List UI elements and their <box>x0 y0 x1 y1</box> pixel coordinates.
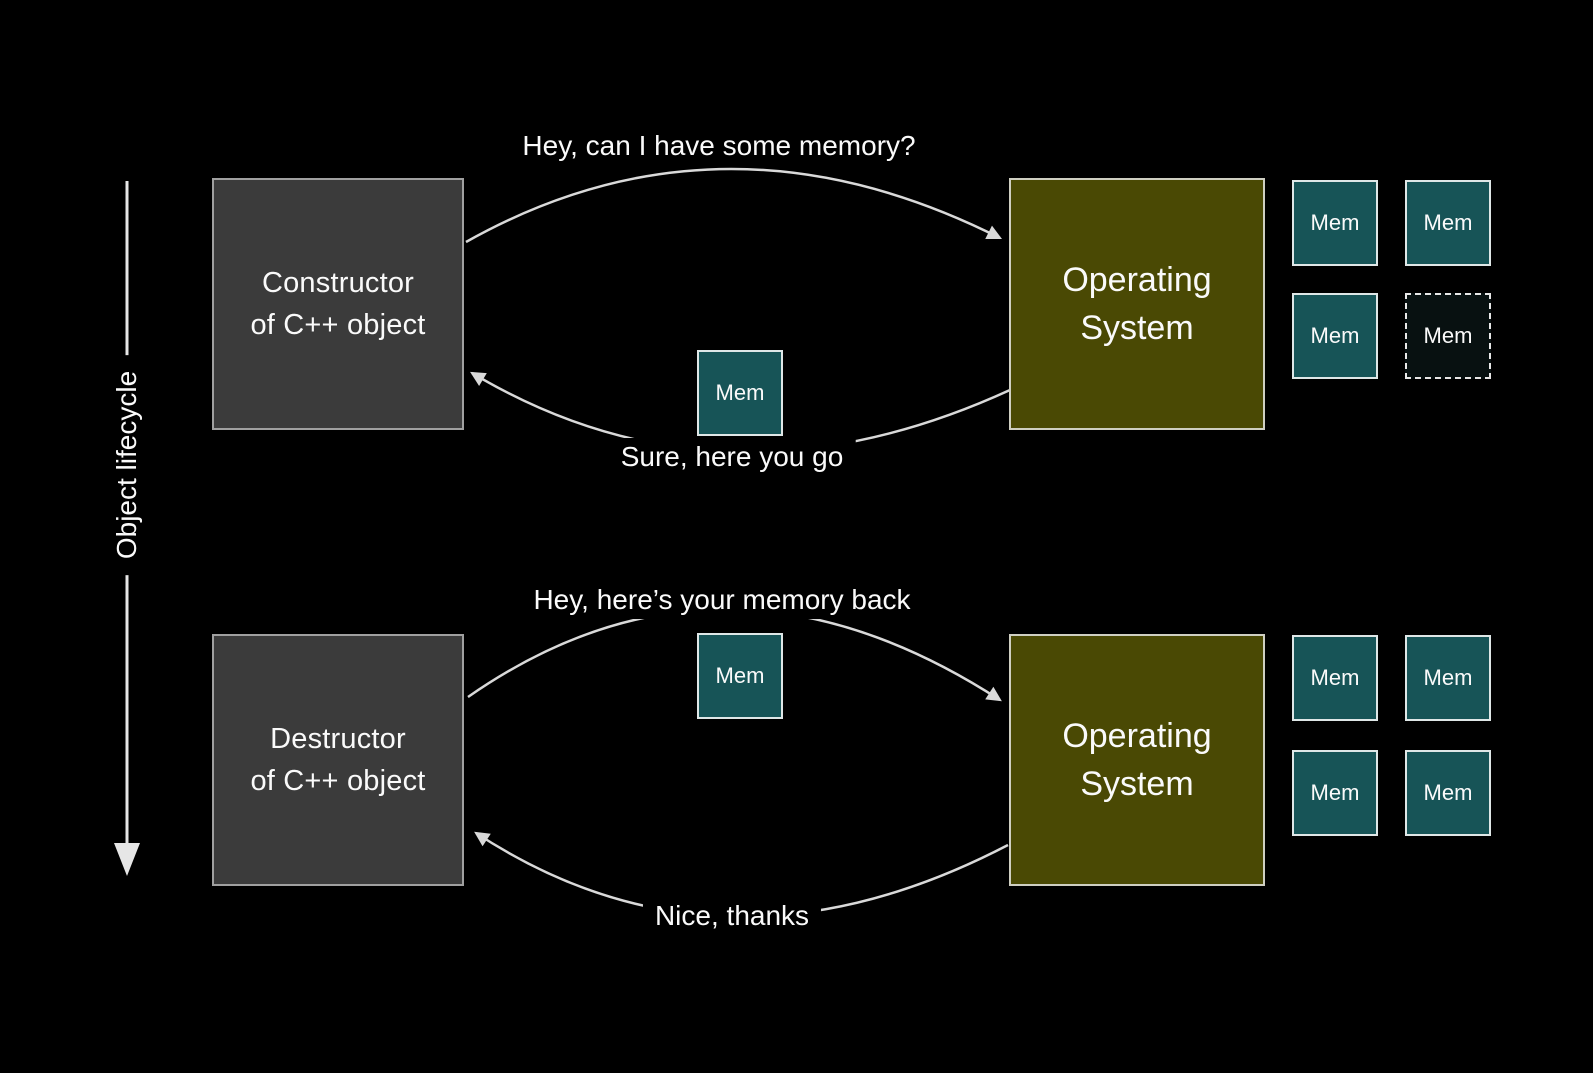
constructor-label-line2: of C++ object <box>250 309 426 341</box>
mem-label: Mem <box>1310 210 1360 235</box>
mem-label: Mem <box>1310 665 1360 690</box>
allocation-request-message: Hey, can I have some memory? <box>510 127 928 165</box>
destructor-box: Destructor of C++ object <box>212 634 464 886</box>
lifecycle-axis-arrowhead-icon <box>114 843 140 876</box>
allocation-request-arrow <box>465 167 1003 244</box>
os-pool-mem-cell-handed-out: Mem <box>1405 293 1491 379</box>
os-label-line2: System <box>1080 765 1194 803</box>
mem-label: Mem <box>1310 780 1360 805</box>
mem-label: Mem <box>715 663 765 688</box>
deallocation-request-message: Hey, here’s your memory back <box>521 581 923 619</box>
os-pool-mem-cell: Mem <box>1405 635 1491 721</box>
deallocation-response-message: Nice, thanks <box>642 897 822 935</box>
destructor-label-line2: of C++ object <box>250 765 426 797</box>
os-box-deallocation: Operating System <box>1009 634 1265 886</box>
os-pool-mem-cell: Mem <box>1405 180 1491 266</box>
os-pool-mem-cell: Mem <box>1292 750 1378 836</box>
mem-label: Mem <box>1423 323 1473 348</box>
allocation-transfer-mem-box: Mem <box>697 350 783 436</box>
constructor-label-line1: Constructor <box>261 267 415 299</box>
os-label-line1: Operating <box>1062 717 1212 755</box>
mem-label: Mem <box>715 380 765 405</box>
os-box-allocation: Operating System <box>1009 178 1265 430</box>
os-label-line1: Operating <box>1062 261 1212 299</box>
os-pool-mem-cell: Mem <box>1292 635 1378 721</box>
constructor-box: Constructor of C++ object <box>212 178 464 430</box>
os-pool-mem-cell: Mem <box>1292 180 1378 266</box>
deallocation-transfer-mem-box: Mem <box>697 633 783 719</box>
destructor-label-line1: Destructor <box>270 723 406 755</box>
os-label-line2: System <box>1080 309 1194 347</box>
os-pool-mem-cell: Mem <box>1405 750 1491 836</box>
mem-label: Mem <box>1310 323 1360 348</box>
os-pool-mem-cell: Mem <box>1292 293 1378 379</box>
lifecycle-axis-label: Object lifecycle <box>109 354 145 576</box>
mem-label: Mem <box>1423 780 1473 805</box>
allocation-response-message: Sure, here you go <box>608 438 856 476</box>
mem-label: Mem <box>1423 665 1473 690</box>
mem-label: Mem <box>1423 210 1473 235</box>
